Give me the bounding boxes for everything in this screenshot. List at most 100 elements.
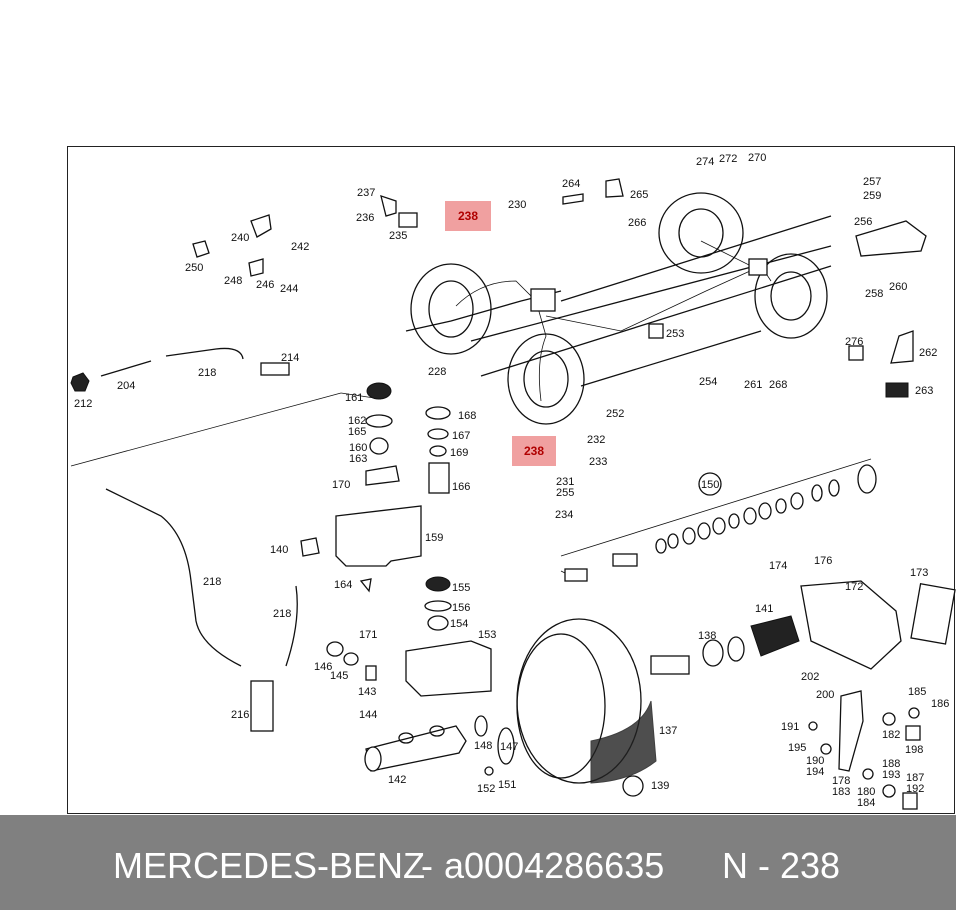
part-label: 169 [450, 447, 468, 459]
part-label: 148 [474, 740, 492, 752]
part-label: 142 [388, 774, 406, 786]
part-label: 139 [651, 780, 669, 792]
part-label: 161 [345, 392, 363, 404]
part-label: 255 [556, 487, 574, 499]
part-label: 143 [358, 686, 376, 698]
seal-kit-row [560, 458, 877, 582]
part-label: 257 [863, 176, 881, 188]
part-label: 214 [281, 352, 299, 364]
part-label: 187 [906, 772, 924, 784]
part-label: 204 [117, 380, 135, 392]
part-label: 260 [889, 281, 907, 293]
part-label: 168 [458, 410, 476, 422]
part-label: 145 [330, 670, 348, 682]
part-label: 152 [477, 783, 495, 795]
part-label: 184 [857, 797, 875, 809]
part-label: 137 [659, 725, 677, 737]
part-label: 170 [332, 479, 350, 491]
part-label: 155 [452, 582, 470, 594]
part-label: 173 [910, 567, 928, 579]
part-label: 153 [478, 629, 496, 641]
part-label: 162 [348, 415, 366, 427]
part-label: 141 [755, 603, 773, 615]
part-label: 218 [203, 576, 221, 588]
part-label: 144 [359, 709, 377, 721]
reservoir-parts [300, 382, 492, 697]
part-label: 250 [185, 262, 203, 274]
part-label: 264 [562, 178, 580, 190]
part-label: 235 [389, 230, 407, 242]
footer-bar: MERCEDES-BENZ - a0004286635 N - 238 [0, 815, 956, 910]
part-label: 167 [452, 430, 470, 442]
part-label: 237 [357, 187, 375, 199]
part-label: 146 [314, 661, 332, 673]
highlight-label-bottom: 238 [512, 436, 556, 466]
part-label: 176 [814, 555, 832, 567]
pedal-assembly [702, 580, 956, 810]
parts-diagram: 237 236 235 240 242 250 248 246 244 230 … [67, 146, 956, 814]
part-labels: 237 236 235 240 242 250 248 246 244 230 … [74, 152, 949, 809]
part-label: 159 [425, 532, 443, 544]
part-label: 236 [356, 212, 374, 224]
part-label: 263 [915, 385, 933, 397]
part-label: 218 [273, 608, 291, 620]
part-label: 166 [452, 481, 470, 493]
part-label: 156 [452, 602, 470, 614]
part-label: 262 [919, 347, 937, 359]
part-label: 231 [556, 476, 574, 488]
part-label: 150 [701, 479, 719, 491]
part-label: 192 [906, 783, 924, 795]
part-label: 185 [908, 686, 926, 698]
part-label: 254 [699, 376, 717, 388]
part-label: 160 [349, 442, 367, 454]
part-label: 248 [224, 275, 242, 287]
brake-booster [516, 618, 690, 797]
part-label: 218 [198, 367, 216, 379]
part-label: 172 [845, 581, 863, 593]
part-label: 182 [882, 729, 900, 741]
part-label: 228 [428, 366, 446, 378]
part-label: 240 [231, 232, 249, 244]
part-label: 154 [450, 618, 468, 630]
part-label: 253 [666, 328, 684, 340]
part-label: 252 [606, 408, 624, 420]
part-label: 140 [270, 544, 288, 556]
part-label: 147 [500, 741, 518, 753]
part-label: 194 [806, 766, 824, 778]
part-label: 191 [781, 721, 799, 733]
part-label: 188 [882, 758, 900, 770]
bracket-parts [192, 178, 927, 398]
part-label: 138 [698, 630, 716, 642]
separator: - [421, 845, 433, 886]
part-label: 200 [816, 689, 834, 701]
part-label: 244 [280, 283, 298, 295]
part-label: 195 [788, 742, 806, 754]
part-label: 259 [863, 190, 881, 202]
part-label: 193 [882, 769, 900, 781]
part-label: 276 [845, 336, 863, 348]
hose-parts [70, 347, 382, 732]
part-label: 261 [744, 379, 762, 391]
part-label: 183 [832, 786, 850, 798]
ref-number: N - 238 [722, 845, 841, 886]
master-cylinder [364, 715, 515, 776]
part-label: 212 [74, 398, 92, 410]
part-label: 171 [359, 629, 377, 641]
part-label: 230 [508, 199, 526, 211]
part-label: 178 [832, 775, 850, 787]
part-label: 190 [806, 755, 824, 767]
part-label: 198 [905, 744, 923, 756]
part-label: 232 [587, 434, 605, 446]
part-label: 270 [748, 152, 766, 164]
part-label: 186 [931, 698, 949, 710]
part-label: 256 [854, 216, 872, 228]
part-label: 272 [719, 153, 737, 165]
part-label: 246 [256, 279, 274, 291]
part-label: 202 [801, 671, 819, 683]
part-label: 266 [628, 217, 646, 229]
part-label: 216 [231, 709, 249, 721]
exploded-view-drawing: 237 236 235 240 242 250 248 246 244 230 … [70, 152, 956, 810]
part-label: 265 [630, 189, 648, 201]
part-label: 165 [348, 426, 366, 438]
part-label: 242 [291, 241, 309, 253]
